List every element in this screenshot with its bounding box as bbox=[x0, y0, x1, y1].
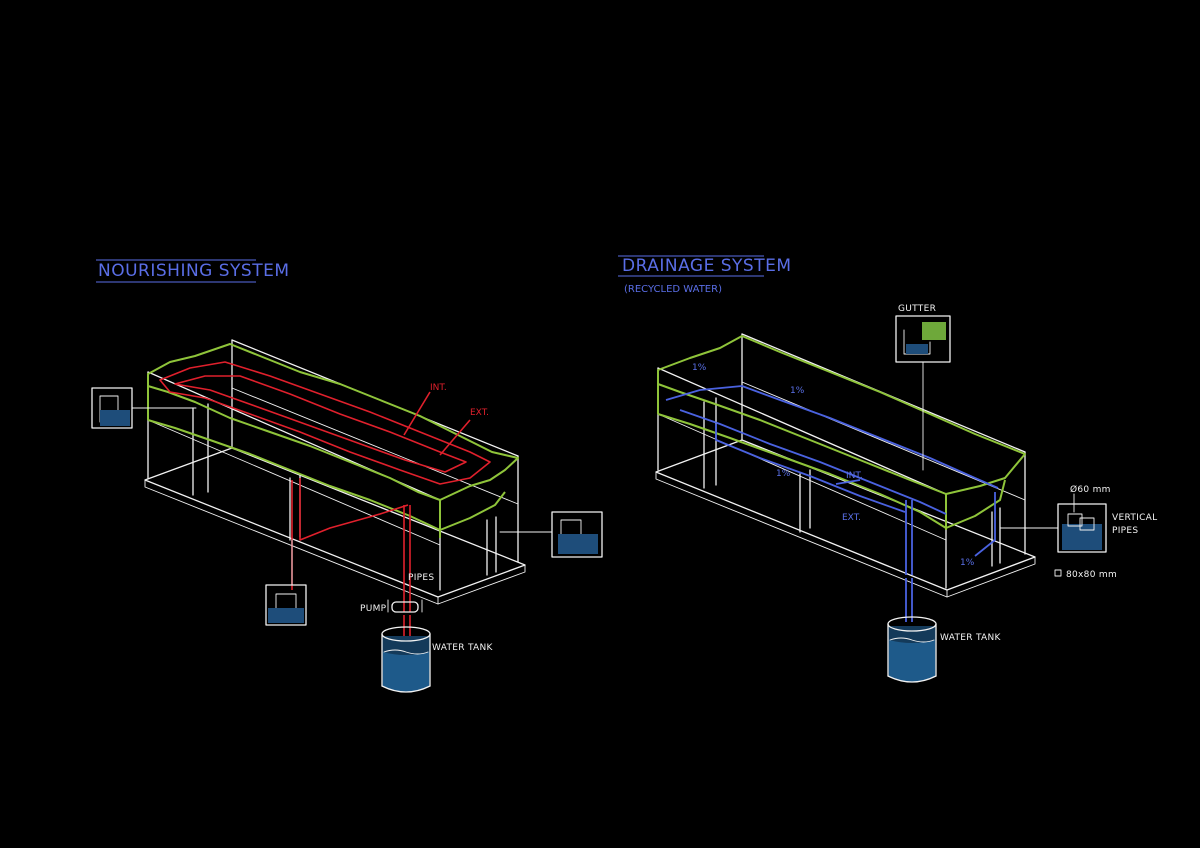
drainage-int-label: INT. bbox=[846, 471, 863, 481]
drainage-planter-outline bbox=[657, 335, 1026, 530]
planter-outline bbox=[147, 343, 519, 538]
nourishing-water-tank-icon bbox=[381, 626, 431, 693]
pump-label: PUMP bbox=[360, 604, 387, 614]
drainage-water-tank-label: WATER TANK bbox=[940, 633, 1002, 643]
drainage-water-tank-icon bbox=[887, 616, 937, 683]
gutter-detail-box bbox=[895, 315, 951, 471]
drainage-system-diagram: DRAINAGE SYSTEM (RECYCLED WATER) bbox=[618, 255, 1157, 683]
drainage-ext-label: EXT. bbox=[842, 513, 861, 523]
pump-icon bbox=[391, 601, 419, 613]
square-section-icon bbox=[1054, 569, 1062, 577]
drainage-base-slab bbox=[655, 439, 1036, 598]
vertical-pipes-detail-box bbox=[999, 493, 1107, 553]
drainage-flow-lines bbox=[665, 385, 999, 622]
drainage-title: DRAINAGE SYSTEM bbox=[622, 256, 791, 276]
nourishing-detail-box-bottom bbox=[265, 539, 307, 626]
nourishing-system-diagram: NOURISHING SYSTEM bbox=[91, 259, 603, 693]
vertical-pipes-label-line1: VERTICAL bbox=[1112, 513, 1157, 523]
nourishing-water-tank-label: WATER TANK bbox=[432, 643, 494, 653]
slope-label-2: 1% bbox=[790, 386, 805, 396]
section-size-label: 80x80 mm bbox=[1066, 570, 1117, 580]
diameter-label: Ø60 mm bbox=[1070, 484, 1111, 495]
drainage-subtitle: (RECYCLED WATER) bbox=[624, 284, 722, 295]
drainage-structural-frame bbox=[657, 333, 1026, 589]
nourishing-title: NOURISHING SYSTEM bbox=[98, 261, 290, 281]
nourishing-detail-box-right bbox=[499, 511, 603, 558]
pipes-label: PIPES bbox=[408, 573, 434, 583]
nourishing-flow-loop bbox=[159, 361, 491, 650]
vertical-pipes-label-line2: PIPES bbox=[1112, 526, 1138, 536]
nourishing-ext-label: EXT. bbox=[470, 408, 489, 418]
nourishing-detail-box-left bbox=[91, 387, 197, 429]
gutter-label: GUTTER bbox=[898, 304, 936, 314]
slope-label-4: 1% bbox=[960, 558, 975, 568]
base-slab bbox=[144, 447, 526, 605]
nourishing-int-label: INT. bbox=[430, 383, 447, 393]
slope-label-3: 1% bbox=[776, 469, 791, 479]
slope-label-1: 1% bbox=[692, 363, 707, 373]
structural-frame bbox=[147, 339, 519, 591]
